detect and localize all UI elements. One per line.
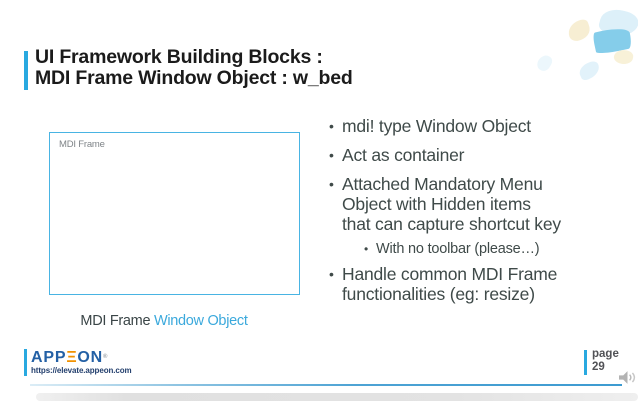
bullet-text: mdi! type Window Object (342, 116, 531, 136)
speaker-icon[interactable] (619, 370, 636, 385)
page-label: page (592, 348, 619, 360)
bullet-text: With no toolbar (please…) (376, 241, 540, 257)
decor-leaf-icon (576, 59, 603, 82)
appeon-logo: APPΞON® (31, 349, 109, 366)
bullet-text: Handle common MDI Frame functionalities … (342, 264, 558, 304)
footer-divider-line (30, 384, 622, 386)
footer-accent-bar-right (584, 350, 587, 375)
bullet-text: Attached Mandatory Menu Object with Hidd… (342, 174, 561, 234)
bullet-marker: • (329, 118, 334, 134)
mdi-frame-box-label: MDI Frame (59, 139, 105, 150)
bullet-item: • Act as container (329, 145, 631, 165)
bullet-item: • With no toolbar (please…) (364, 241, 631, 258)
footer-accent-bar-left (24, 349, 27, 376)
appeon-logo-text: ON (77, 349, 104, 366)
caption-text-dark: MDI Frame (80, 313, 154, 329)
page-title: UI Framework Building Blocks : MDI Frame… (35, 47, 353, 89)
appeon-url: https://elevate.appeon.com (31, 366, 132, 375)
page-title-line2: MDI Frame Window Object : w_bed (35, 67, 353, 89)
title-accent-bar (24, 51, 28, 90)
decor-leaf-icon (565, 18, 593, 43)
page-indicator: page 29 (592, 348, 619, 374)
bullet-marker: • (329, 147, 334, 163)
footer-gray-band (36, 393, 638, 401)
bullet-item: • Handle common MDI Frame functionalities… (329, 264, 631, 304)
decor-leaf-icon (534, 52, 555, 74)
bullet-marker: • (364, 242, 369, 256)
mdi-frame-box: MDI Frame (49, 132, 300, 295)
diagram-caption: MDI Frame Window Object (49, 313, 279, 329)
decor-leaf-icon (612, 48, 635, 66)
page-number: 29 (592, 361, 605, 373)
appeon-logo-e-icon: Ξ (66, 349, 78, 366)
bullet-marker: • (329, 266, 334, 282)
bullet-item: • Attached Mandatory Menu Object with Hid… (329, 174, 631, 234)
appeon-logo-text: APP (31, 349, 67, 366)
bullet-marker: • (329, 176, 334, 192)
registered-mark: ® (103, 354, 109, 360)
bullet-text: Act as container (342, 145, 465, 165)
caption-text-accent: Window Object (153, 313, 248, 329)
page-title-line1: UI Framework Building Blocks : (35, 46, 323, 68)
bullet-item: • mdi! type Window Object (329, 116, 631, 136)
bullet-list: • mdi! type Window Object • Act as containe… (329, 116, 631, 313)
